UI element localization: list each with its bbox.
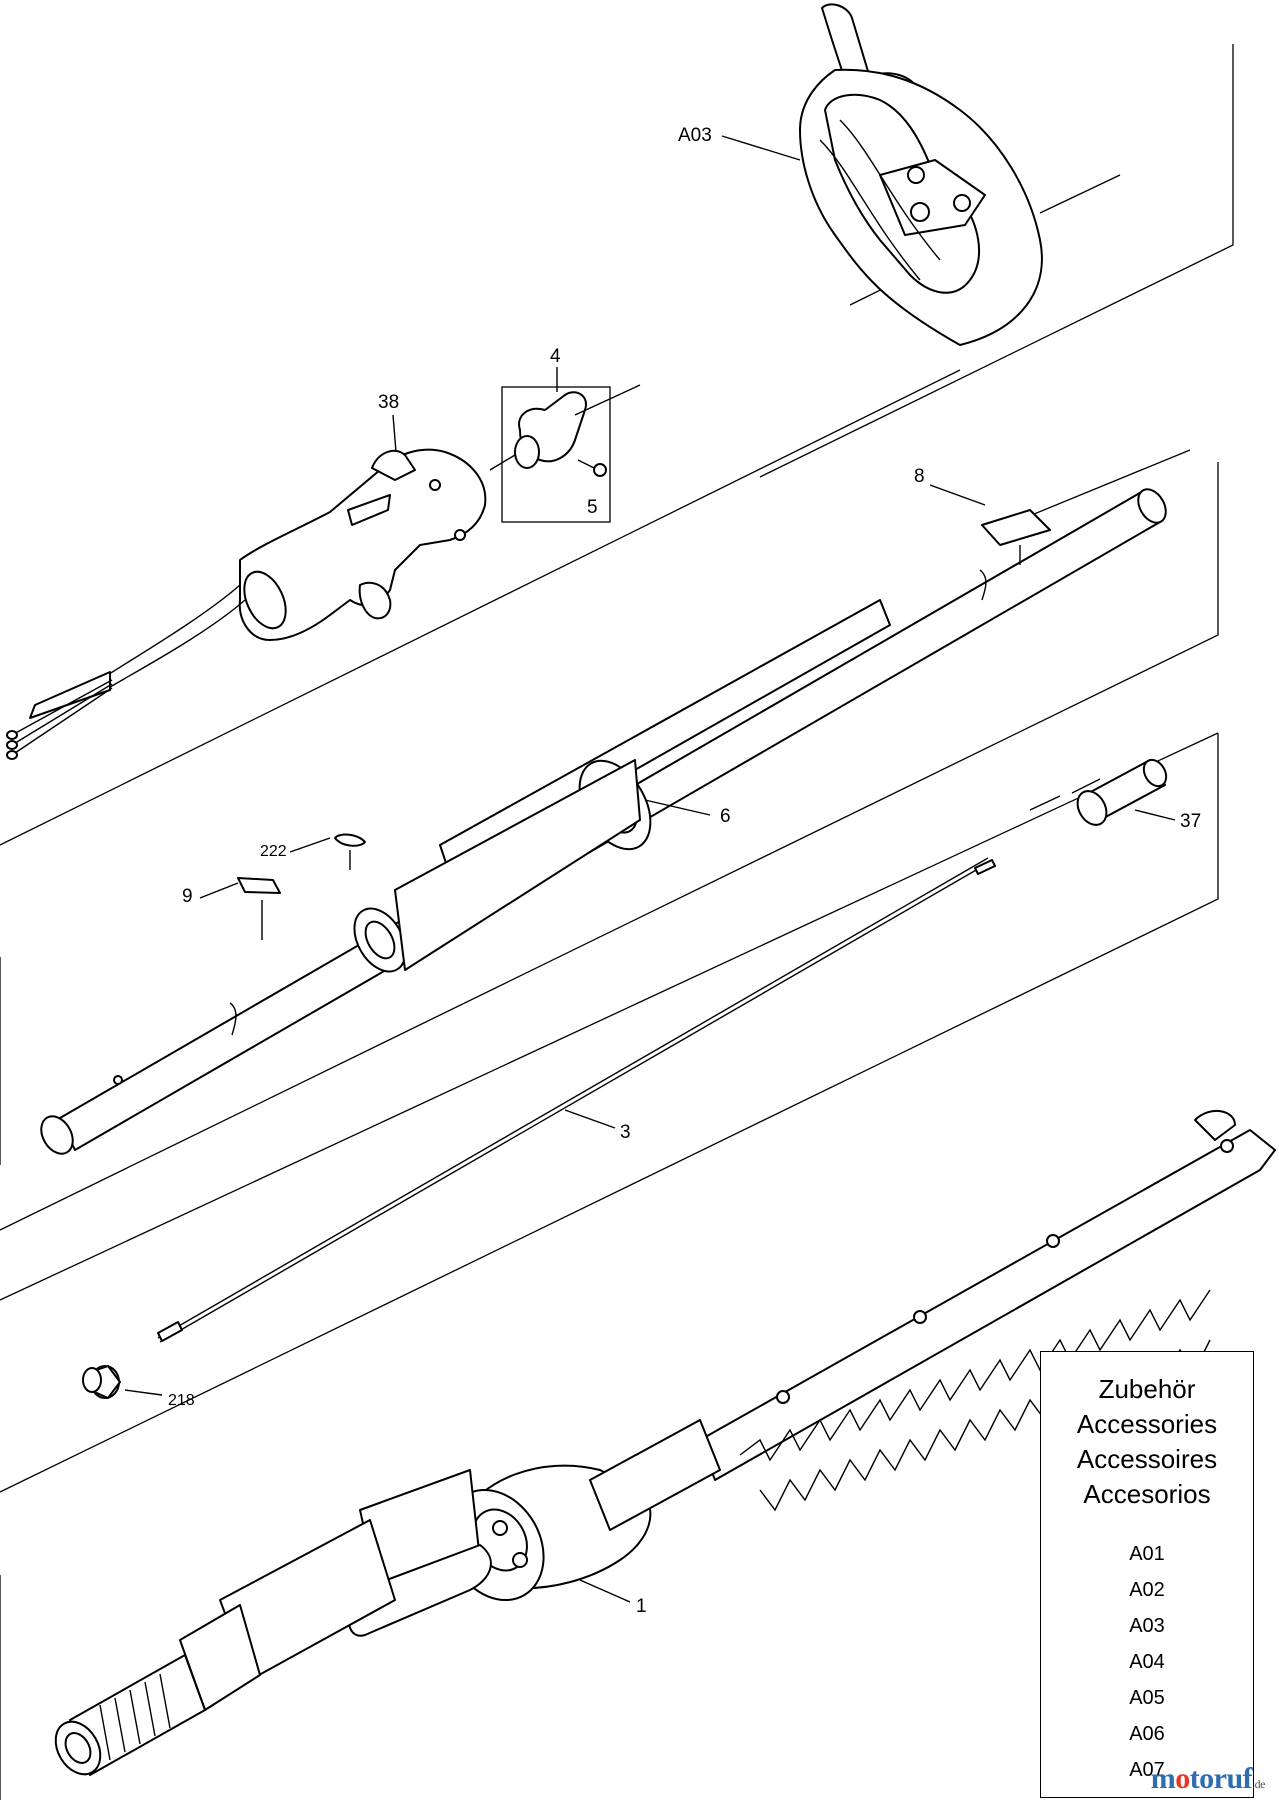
leader-a03 — [721, 135, 801, 161]
leader-37 — [1134, 809, 1176, 821]
accessories-heading-en: Accessories — [1076, 1409, 1218, 1439]
accessory-item-a02: A02 — [1129, 1579, 1165, 1601]
callout-a03: A03 — [678, 125, 712, 146]
frame-shaft-section — [0, 462, 1219, 1231]
leader-38 — [392, 414, 397, 453]
label-8 — [981, 509, 1051, 565]
accessories-heading-fr: Accessoires — [1076, 1444, 1218, 1474]
accessory-item-a07: A07 — [1129, 1759, 1165, 1781]
watermark-suffix: .de — [1252, 1777, 1265, 1791]
watermark-o: o — [1175, 1762, 1190, 1795]
frame-handle-section — [759, 44, 1234, 478]
callout-38: 38 — [378, 392, 399, 413]
watermark-logo: motoruf.de — [1150, 1762, 1266, 1796]
accessories-heading-es: Accesorios — [1083, 1479, 1211, 1509]
callout-1: 1 — [636, 1596, 647, 1617]
callout-218: 218 — [168, 1392, 195, 1409]
accessory-item-a03: A03 — [1129, 1615, 1165, 1637]
leader-8 — [929, 484, 986, 506]
callout-4: 4 — [550, 346, 561, 367]
callout-9: 9 — [182, 886, 193, 907]
callout-3: 3 — [620, 1122, 631, 1143]
hedge-trimmer-head-1 — [54, 1110, 1276, 1776]
bushing-218 — [82, 1365, 121, 1399]
throttle-grip-38 — [6, 448, 487, 760]
sleeve-37 — [1076, 758, 1168, 826]
clamp-4 — [489, 384, 641, 471]
frame-driveshaft-section — [0, 733, 1219, 1493]
accessory-item-a01: A01 — [1129, 1543, 1165, 1565]
leader-9 — [199, 882, 239, 899]
screw-5 — [577, 459, 607, 477]
label-222 — [334, 833, 366, 870]
watermark-prefix: m — [1150, 1762, 1176, 1795]
leader-218 — [124, 1389, 163, 1396]
main-shaft-6 — [40, 488, 1167, 1155]
clamp-detail-box — [501, 386, 611, 523]
accessory-item-a06: A06 — [1129, 1723, 1165, 1745]
accessories-heading-de: Zubehör — [1098, 1374, 1196, 1404]
callout-5: 5 — [587, 497, 598, 518]
leader-3 — [564, 1109, 616, 1129]
leader-222 — [289, 837, 331, 853]
callout-222: 222 — [260, 843, 287, 860]
accessories-legend: Zubehör Accessories Accessoires Accesori… — [1040, 1351, 1254, 1798]
callout-6: 6 — [720, 806, 731, 827]
accessory-item-a05: A05 — [1129, 1687, 1165, 1709]
callout-8: 8 — [914, 466, 925, 487]
section-frames — [0, 44, 1234, 1800]
accessories-list: A01 A02 A03 A04 A05 A06 A07 — [1041, 1536, 1253, 1788]
drive-shaft-3 — [157, 857, 996, 1343]
callout-37: 37 — [1180, 811, 1201, 832]
label-9 — [237, 877, 281, 940]
leader-6 — [644, 799, 711, 816]
accessory-item-a04: A04 — [1129, 1651, 1165, 1673]
loop-handle-a03 — [799, 3, 1043, 346]
watermark-rest: toruf — [1189, 1762, 1253, 1795]
leader-1 — [579, 1579, 631, 1603]
